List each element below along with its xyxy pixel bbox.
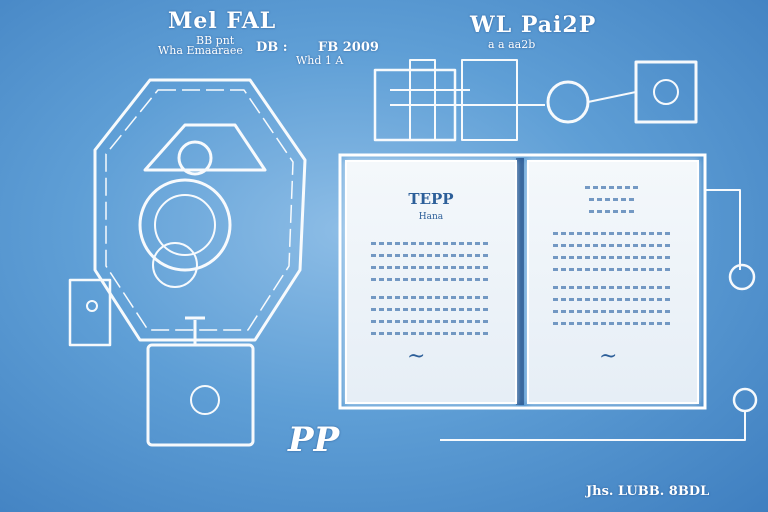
- top-wire: [455, 91, 637, 106]
- text-line: [553, 232, 673, 235]
- right-heading: WL Pai2P: [470, 12, 597, 38]
- text-line: [371, 242, 491, 245]
- left-caption: Wha Emaaraee: [158, 44, 243, 57]
- text-line: [589, 198, 637, 201]
- signature-mark: ~: [407, 344, 426, 369]
- dial-outer: [138, 178, 232, 272]
- text-line: [553, 322, 673, 325]
- dial-inner: [154, 194, 216, 256]
- lens-circle: [546, 80, 590, 124]
- dial-lower: [152, 242, 198, 288]
- text-line: [553, 268, 673, 271]
- bottom-wire: [440, 410, 746, 441]
- document-right-page: ~: [527, 160, 699, 404]
- text-line: [553, 244, 673, 247]
- square-box: [634, 60, 698, 124]
- base-knob: [190, 385, 220, 415]
- text-line: [371, 332, 491, 335]
- logo-mark: PP: [288, 420, 340, 460]
- right-connector-top: [728, 263, 756, 291]
- mid-code: DB :: [256, 40, 288, 55]
- left-heading: Mel FAL: [168, 8, 277, 34]
- text-line: [553, 256, 673, 259]
- lamp-cap: [143, 123, 267, 172]
- text-line: [371, 266, 491, 269]
- left-subheading: BB pnt: [196, 34, 235, 47]
- base-box: [146, 343, 255, 447]
- side-panel-dot: [86, 300, 98, 312]
- top-box-insert: [409, 59, 436, 141]
- text-line: [371, 308, 491, 311]
- document-left-page: TEPP Hana ~: [345, 160, 517, 404]
- right-connector-bottom: [732, 387, 758, 413]
- text-line: [371, 254, 491, 257]
- right-wire-top: [705, 189, 741, 270]
- text-line: [553, 310, 673, 313]
- text-line: [371, 278, 491, 281]
- side-panel: [68, 278, 112, 347]
- text-line: [371, 320, 491, 323]
- right-subheading: a a aa2b: [488, 38, 536, 51]
- text-line: [553, 298, 673, 301]
- text-line: [585, 186, 641, 189]
- stem: [185, 316, 205, 345]
- signature-right: Jhs. LUBB. 8BDL: [586, 484, 710, 499]
- lamp-knob: [177, 140, 213, 176]
- top-box-bars: [390, 89, 470, 106]
- square-circle: [653, 79, 679, 105]
- text-line: [589, 210, 637, 213]
- chain-links: [105, 89, 294, 331]
- text-line: [371, 296, 491, 299]
- mid-caption: Whd 1 A: [296, 54, 344, 67]
- chain-frame: [93, 78, 307, 342]
- document-left-title: TEPP: [408, 190, 454, 208]
- signature-mark: ~: [599, 344, 618, 369]
- document-left-subtitle: Hana: [418, 212, 444, 222]
- text-line: [553, 286, 673, 289]
- right-small-box: [461, 59, 518, 141]
- mid-label: FB 2009: [318, 40, 379, 55]
- book-frame: [338, 153, 707, 410]
